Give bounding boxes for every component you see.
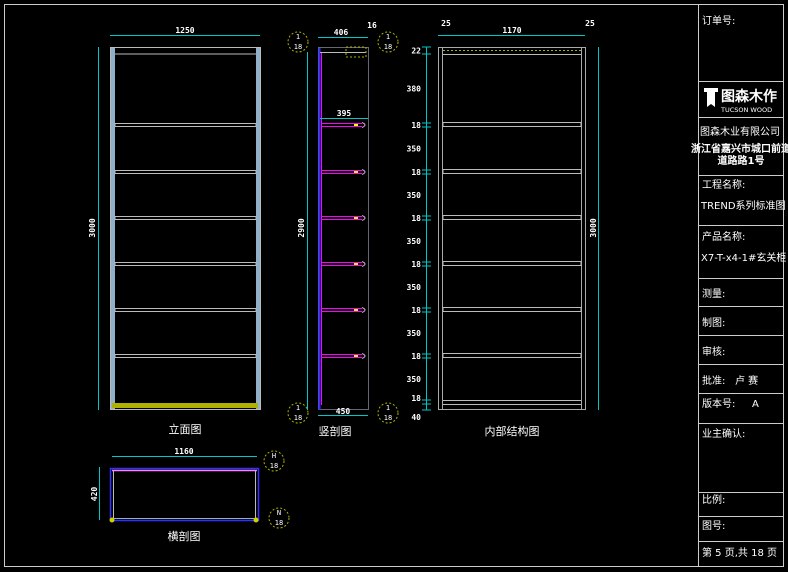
internal-height-dim: 3000: [589, 218, 598, 237]
owner-confirm-label: 业主确认:: [702, 427, 745, 440]
logo-text-en: TUCSON WOOD: [720, 106, 772, 114]
shelf: [442, 307, 582, 312]
side-shelf-dim: 395: [337, 109, 352, 118]
shelf-section: [321, 353, 366, 359]
svg-text:18: 18: [294, 43, 302, 51]
svg-text:1: 1: [386, 33, 390, 41]
internal-left-dim: 18: [411, 214, 421, 223]
internal-width-dim: 1170: [502, 26, 521, 35]
shelf: [114, 308, 257, 312]
drawing-frame: [4, 4, 784, 567]
company-name: 图森木业有限公司: [700, 125, 780, 138]
drawing-no-label: 图号:: [702, 520, 725, 532]
elevation-height-dim: 3000: [88, 218, 97, 237]
internal-left-dim: 350: [407, 375, 422, 384]
shelf: [442, 353, 582, 358]
logo-text-cn: 图森木作: [721, 88, 777, 105]
version-label: 版本号:: [702, 397, 735, 410]
shelf: [114, 354, 257, 358]
svg-text:N: N: [277, 509, 281, 517]
side-offset-dim: 16: [367, 21, 377, 30]
shelf: [442, 215, 582, 220]
internal-left-dim: 18: [411, 168, 421, 177]
cross-section-caption: 横剖图: [168, 529, 201, 543]
detail-tag-h: H 18: [263, 450, 285, 472]
project-label: 工程名称:: [702, 178, 745, 191]
detail-tag: 1 18: [377, 31, 399, 53]
approve-label: 批准:: [702, 374, 725, 387]
cross-width-dim: 1160: [174, 447, 193, 456]
cross-depth-dim: 420: [90, 487, 99, 502]
scale-label: 比例:: [702, 493, 725, 506]
side-section-caption: 竖剖图: [319, 424, 352, 438]
side-depth-dim: 406: [334, 28, 349, 37]
shelf-section: [321, 307, 366, 313]
side-section-view: 406 16 395 450 2900 1 18 1 18 1 18 1 18 …: [287, 21, 399, 438]
cross-section-view: 1160 420 H 18 N 18 横剖图: [90, 447, 290, 543]
svg-text:18: 18: [384, 43, 392, 51]
internal-side-dim-right: 25: [585, 19, 595, 28]
internal-left-dim: 40: [411, 413, 421, 422]
internal-left-dim: 22: [411, 47, 421, 56]
measure-label: 测量:: [702, 287, 725, 300]
shelf: [442, 261, 582, 266]
internal-caption: 内部结构图: [485, 424, 540, 438]
project-value: TREND系列标准图: [700, 199, 786, 212]
shelf-section: [321, 261, 366, 267]
detail-tag-n: N 18: [268, 507, 290, 529]
address-line-2: 道路路1号: [718, 154, 765, 167]
svg-text:18: 18: [270, 462, 278, 470]
internal-left-dim: 350: [407, 283, 422, 292]
internal-left-dim: 18: [411, 306, 421, 315]
svg-text:1: 1: [296, 33, 300, 41]
shelf-section: [321, 122, 366, 128]
svg-text:1: 1: [386, 404, 390, 412]
side-height-dim: 2900: [297, 218, 306, 237]
logo-mark-icon: [704, 88, 718, 107]
shelf-section: [321, 215, 366, 221]
internal-left-dim: 350: [407, 237, 422, 246]
internal-left-dim: 350: [407, 191, 422, 200]
svg-text:18: 18: [275, 519, 283, 527]
shelf: [114, 170, 257, 174]
svg-text:H: H: [272, 452, 276, 460]
shelf: [114, 216, 257, 220]
svg-text:18: 18: [294, 414, 302, 422]
internal-structure-view: 1170 25 25 3000 22 380 18 350 18 350 18 350 18 35…: [407, 19, 599, 438]
detail-tag: 1 18: [287, 402, 309, 424]
drawing-label: 制图:: [702, 316, 725, 329]
internal-left-dim: 18: [411, 260, 421, 269]
svg-text:18: 18: [384, 414, 392, 422]
shelf: [114, 123, 257, 127]
internal-left-dim: 18: [411, 121, 421, 130]
svg-text:1: 1: [296, 404, 300, 412]
shelf: [442, 169, 582, 174]
elevation-view: 1250 3000 立面图: [88, 26, 261, 436]
side-bottom-dim: 450: [336, 407, 351, 416]
internal-side-dim-left: 25: [441, 19, 451, 28]
page-info: 第 5 页,共 18 页: [702, 546, 777, 559]
internal-left-dim: 350: [407, 329, 422, 338]
logo: 图森木作 TUCSON WOOD: [704, 88, 777, 114]
approve-value: 卢 赛: [735, 374, 758, 387]
order-no-label: 订单号:: [702, 15, 735, 27]
internal-left-dim: 18: [411, 394, 421, 403]
product-label: 产品名称:: [702, 230, 745, 243]
product-value: X7-T-x4-1#玄关柜: [701, 251, 786, 264]
version-value: A: [752, 399, 759, 410]
elevation-width-dim: 1250: [175, 26, 194, 35]
shelf-section: [321, 169, 366, 175]
internal-left-dim: 380: [407, 85, 422, 94]
elevation-caption: 立面图: [169, 422, 202, 436]
detail-tag: 1 18: [377, 402, 399, 424]
detail-tag: 1 18: [287, 31, 309, 53]
shelf: [442, 122, 582, 127]
title-block-lines: [698, 81, 784, 542]
review-label: 审核:: [702, 345, 725, 358]
shelf: [114, 262, 257, 266]
internal-left-dim: 350: [407, 145, 422, 154]
address-line-1: 浙江省嘉兴市城口前道: [691, 142, 788, 155]
internal-left-dim: 18: [411, 352, 421, 361]
